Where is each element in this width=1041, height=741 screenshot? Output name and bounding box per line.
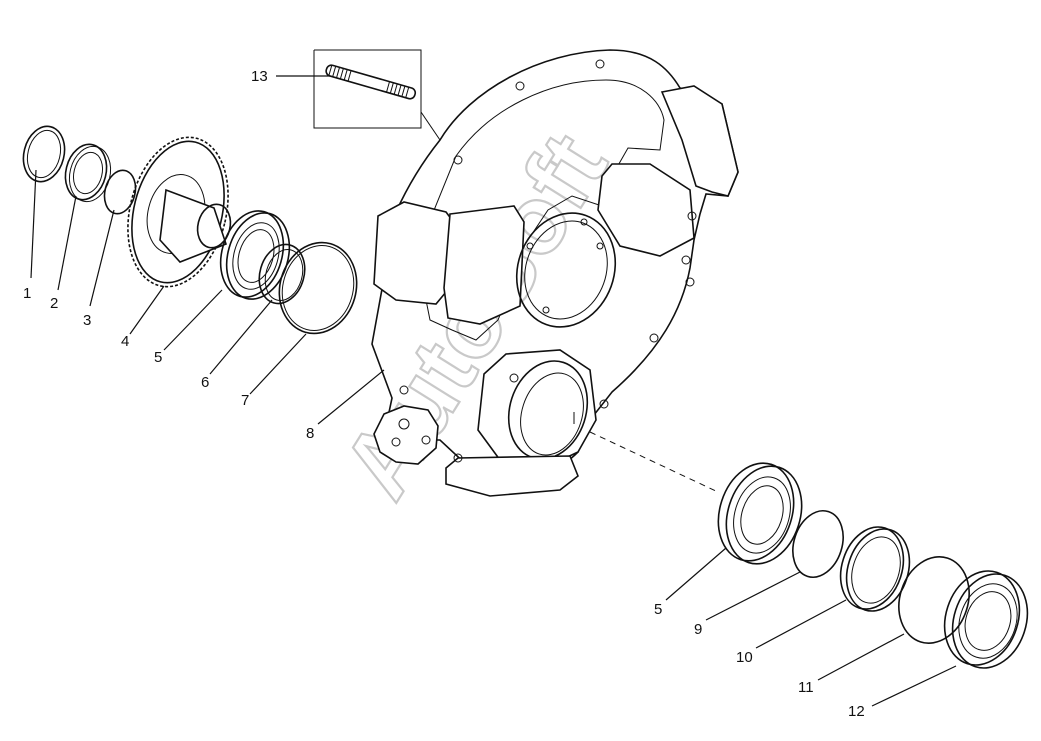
housing-side-bracket (373, 405, 439, 465)
part-5-bearing-right (717, 462, 803, 565)
housing-lower-boss (477, 349, 597, 471)
housing-lower-bore-inner (520, 372, 584, 456)
housing-main-bore (515, 212, 617, 328)
callout-1: 1 (23, 285, 31, 302)
housing-upper-pad (597, 163, 695, 257)
callout-11: 11 (798, 679, 814, 696)
callout-10: 10 (736, 649, 753, 666)
housing-center-pad (443, 205, 525, 325)
housing-bolt-holes (391, 59, 697, 463)
housing-right-boss (660, 85, 739, 197)
callout-labels: 1 2 3 4 5 6 7 8 13 5 9 10 11 12 (23, 68, 865, 720)
housing-outline (371, 49, 739, 485)
stud-detail-box (313, 49, 422, 129)
part-5-bearing-left (219, 210, 291, 300)
callout-5-left: 5 (154, 349, 162, 366)
part-12-cover (943, 570, 1029, 669)
callout-2: 2 (50, 295, 58, 312)
assembly-axis-line (589, 431, 719, 493)
callout-6: 6 (201, 374, 209, 391)
part-2-washer (64, 143, 112, 203)
part-6-ring (258, 243, 306, 305)
callout-4: 4 (121, 333, 129, 350)
stud-leader-to-housing (420, 111, 441, 141)
part-13-stud (313, 49, 441, 141)
part-11-o-ring (898, 556, 970, 644)
callout-5-right: 5 (654, 601, 662, 618)
callout-12: 12 (848, 703, 865, 720)
callout-3: 3 (83, 312, 91, 329)
stud-body (325, 64, 417, 100)
callout-8: 8 (306, 425, 314, 442)
part-1-retaining-ring (22, 125, 66, 183)
callout-7: 7 (241, 392, 249, 409)
part-9-ring (792, 510, 844, 578)
housing-main-bore-inner (524, 220, 608, 320)
part-4-gear (127, 136, 232, 288)
part-8-housing (371, 49, 739, 497)
callout-9: 9 (694, 621, 702, 638)
part-7-o-ring (278, 241, 358, 335)
part-3-snap-ring (103, 169, 137, 215)
housing-bottom-foot (445, 455, 579, 497)
callout-13: 13 (251, 68, 268, 85)
leader-lines (30, 75, 957, 707)
